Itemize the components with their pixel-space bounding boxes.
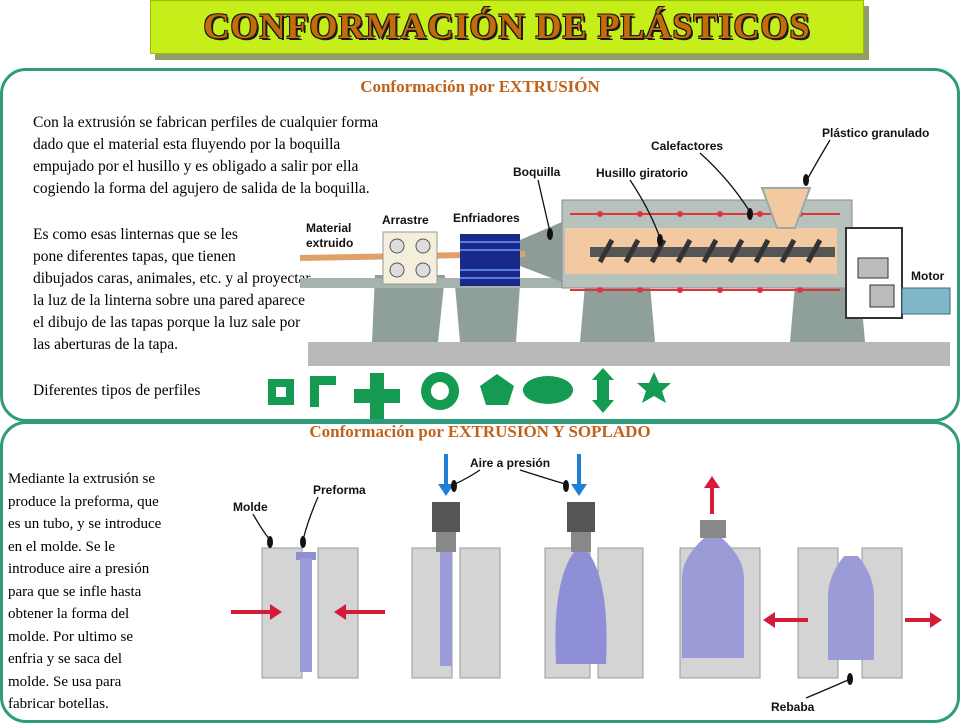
label-material-extruido-2: extruido	[306, 236, 353, 250]
mold-stage-4	[679, 476, 761, 679]
text-line: produce la preforma, que	[8, 493, 159, 510]
profile-square	[268, 379, 294, 405]
text-line: en el molde. Se le	[8, 538, 116, 555]
mold-stage-5	[763, 547, 942, 679]
leader-tips	[547, 174, 809, 246]
label-rebaba: Rebaba	[771, 700, 815, 714]
screw-flights	[597, 238, 823, 264]
label-boquilla: Boquilla	[513, 165, 561, 179]
page-title: CONFORMACIÓN DE PLÁSTICOS	[203, 6, 811, 46]
puller-rollers	[389, 238, 431, 278]
profile-pentagon	[480, 374, 514, 405]
profile-double-arrow	[592, 368, 614, 413]
motor	[901, 287, 951, 315]
text-line: pone diferentes tapas, que tienen	[33, 248, 236, 265]
title-banner: CONFORMACIÓN DE PLÁSTICOS	[150, 0, 864, 54]
profile-star	[637, 372, 671, 403]
mold-stage-1	[231, 547, 385, 679]
text-line: empujado por el husillo y es obligado a …	[33, 158, 359, 175]
profile-angle	[310, 376, 336, 407]
text-line: dado que el material esta fluyendo por l…	[33, 136, 341, 153]
label-plastico: Plástico granulado	[822, 126, 929, 140]
profile-oval	[523, 376, 573, 404]
label-preforma: Preforma	[313, 483, 366, 497]
text-line: las aberturas de la tapa.	[33, 336, 179, 353]
label-arrastre: Arrastre	[382, 213, 429, 227]
text-line: es un tubo, y se introduce	[8, 516, 162, 532]
label-molde: Molde	[233, 500, 268, 514]
cooler-fins	[460, 241, 520, 279]
mold-stage-2	[411, 454, 501, 679]
gear	[869, 284, 895, 308]
text-line: cogiendo la forma del agujero de salida …	[33, 180, 370, 197]
screw-shaft	[590, 247, 835, 257]
extrusion-heading: Conformación por EXTRUSIÓN	[360, 77, 600, 96]
label-husillo: Husillo giratorio	[596, 166, 688, 180]
gear	[857, 257, 889, 279]
extrusion-paragraph-2: Es como esas linternas que se les pone d…	[33, 224, 311, 356]
extrusion-paragraph-1: Con la extrusión se fabrican perfiles de…	[33, 112, 378, 200]
text-line: obtener la forma del	[8, 606, 130, 622]
text-line: Mediante la extrusión se	[8, 471, 156, 487]
text-line: molde. Se usa para	[8, 673, 122, 690]
label-enfriadores: Enfriadores	[453, 211, 520, 225]
label-motor: Motor	[911, 269, 945, 283]
hopper	[760, 187, 812, 229]
leader-lines	[537, 139, 831, 239]
profile-cross	[354, 373, 400, 419]
label-material-extruido: Material	[306, 221, 351, 235]
floor	[308, 342, 950, 366]
text-line: para que se infle hasta	[8, 583, 142, 600]
profile-shapes	[268, 368, 671, 419]
label-calefactores: Calefactores	[651, 139, 723, 153]
text-line: enfria y se saca del	[8, 651, 123, 667]
text-line: introduce aire a presión	[8, 561, 150, 577]
profile-ring	[421, 372, 460, 410]
text-line: dibujados caras, animales, etc. y al pro…	[33, 270, 311, 287]
text-line: Con la extrusión se fabrican perfiles de…	[33, 114, 379, 131]
text-line: la luz de la linterna sobre una pared ap…	[33, 292, 305, 309]
blow-molding-heading: Conformación por EXTRUSIÓN Y SOPLADO	[309, 422, 651, 441]
mold-stage-3	[544, 454, 644, 679]
profiles-label: Diferentes tipos de perfiles	[33, 382, 201, 399]
blow-molding-text: Mediante la extrusión se produce la pref…	[8, 468, 161, 716]
blow-leader-tips	[267, 480, 853, 685]
text-line: fabricar botellas.	[8, 696, 109, 712]
text-line: molde. Por ultimo se	[8, 628, 133, 645]
label-aire: Aire a presión	[470, 456, 550, 470]
text-line: Es como esas linternas que se les	[33, 226, 238, 243]
text-line: el dibujo de las tapas porque la luz sal…	[33, 314, 301, 331]
